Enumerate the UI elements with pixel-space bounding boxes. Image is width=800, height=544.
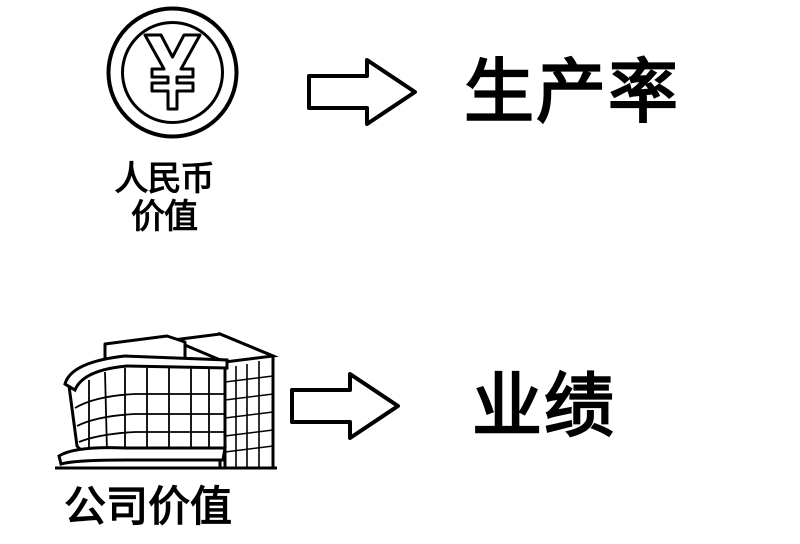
target-label-productivity: 生产率 xyxy=(464,51,680,133)
source-label-line1: 人民币 xyxy=(114,159,215,199)
target-label-performance: 业绩 xyxy=(472,365,616,447)
source-label-line2: 价值 xyxy=(131,197,198,237)
office-building-icon xyxy=(55,322,280,472)
source-label-rmb-value: 人民币 价值 xyxy=(104,160,224,236)
source-label-company-value: 公司价值 xyxy=(64,482,233,531)
right-arrow-icon xyxy=(305,56,420,128)
yuan-coin-icon xyxy=(105,5,240,140)
right-arrow-icon xyxy=(288,370,403,442)
